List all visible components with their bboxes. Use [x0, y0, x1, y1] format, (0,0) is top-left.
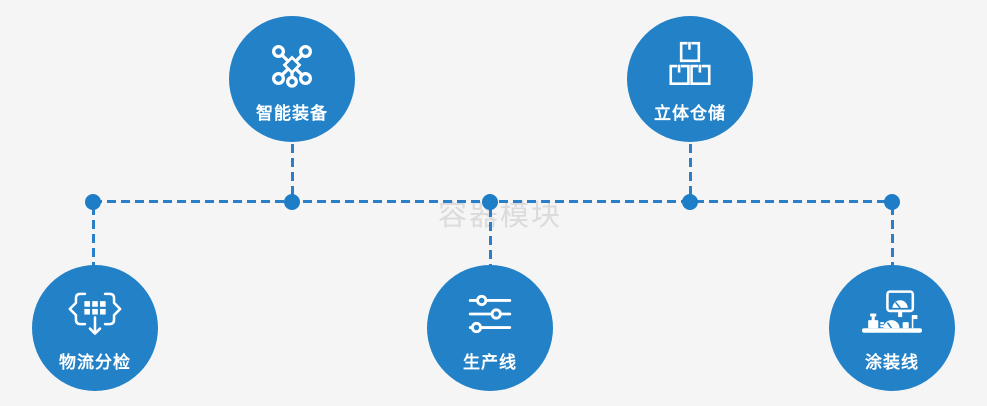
node-smart-equipment: 智能装备 — [229, 16, 355, 142]
connector-vertical-warehouse — [688, 144, 692, 198]
node-label: 立体仓储 — [654, 104, 726, 124]
node-logistics-sorting: 物流分检 — [32, 265, 158, 391]
connector-vertical-logistics — [91, 206, 95, 266]
watermark-text: 容器模块 — [438, 198, 563, 232]
node-stereo-warehouse: 立体仓储 — [627, 16, 753, 142]
connector-vertical-production — [488, 208, 492, 266]
connector-vertical-smart-equipment — [290, 144, 294, 198]
junction-dot — [284, 194, 300, 210]
node-label: 涂装线 — [865, 353, 919, 373]
connector-vertical-painting — [890, 206, 894, 266]
node-painting-line: 涂装线 — [829, 265, 955, 391]
sliders-icon — [464, 286, 516, 342]
junction-dot — [884, 194, 900, 210]
stacked-boxes-icon — [664, 37, 716, 93]
network-nodes-icon — [265, 37, 319, 93]
node-label: 物流分检 — [59, 353, 131, 373]
control-console-icon — [859, 286, 925, 342]
junction-dot — [482, 194, 498, 210]
junction-dot — [682, 194, 698, 210]
node-label: 生产线 — [463, 353, 517, 373]
junction-dot — [85, 194, 101, 210]
sorting-grid-arrows-icon — [67, 286, 123, 342]
node-production-line: 生产线 — [427, 265, 553, 391]
node-label: 智能装备 — [256, 104, 328, 124]
